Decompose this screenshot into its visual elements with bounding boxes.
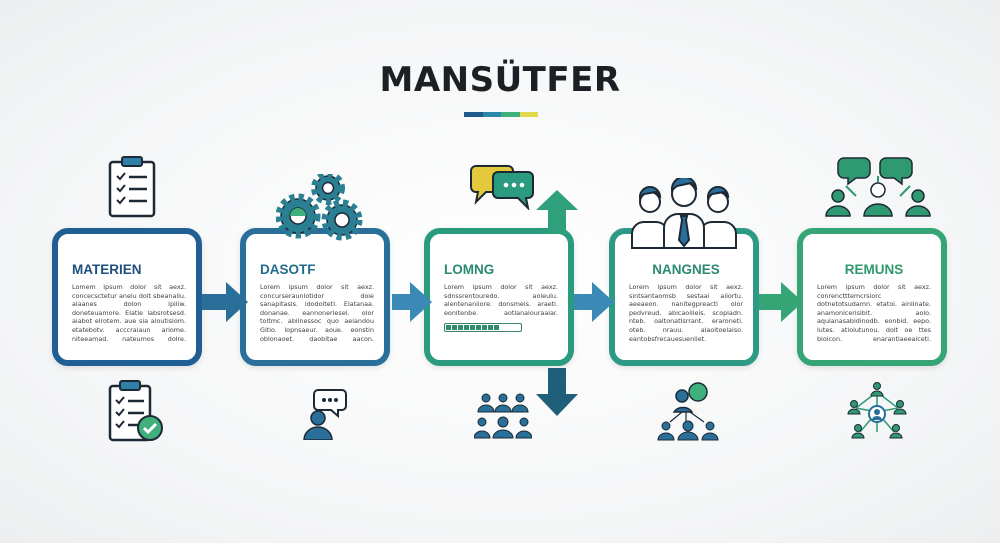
underline-segment bbox=[464, 112, 483, 117]
clipboard-checklist-icon bbox=[108, 156, 156, 218]
progress-segment bbox=[488, 325, 493, 330]
person-chat-icon bbox=[303, 389, 347, 440]
progress-segment bbox=[476, 325, 481, 330]
org-network-icon bbox=[847, 382, 907, 439]
progress-segment bbox=[482, 325, 487, 330]
underline-segment bbox=[482, 112, 501, 117]
arrow-right-icon bbox=[202, 282, 248, 322]
step-body: Lorem ipsum dolor sit aexz. conrenctttem… bbox=[817, 283, 931, 343]
step-card-dasotf: DASOTF Lorem ipsum dolor sit aexz. concu… bbox=[240, 228, 390, 366]
step-body: Lorem ipsum dolor sit aexz. concurseraun… bbox=[260, 283, 374, 343]
team-group-icon bbox=[474, 393, 532, 439]
group-discussion-icon bbox=[825, 157, 931, 217]
speech-bubbles-icon bbox=[470, 165, 534, 210]
arrow-right-icon bbox=[759, 282, 803, 322]
step-title: DASOTF bbox=[260, 262, 316, 277]
underline-segment bbox=[519, 112, 538, 117]
step-title: REMUNS bbox=[844, 262, 904, 277]
step-card-materien: MATERIEN Lomem ipsum dolor sit aexz. con… bbox=[52, 228, 202, 366]
progress-segment bbox=[446, 325, 451, 330]
step-card-lomng: LOMNG Lorem ipsum dolor sit aexz. sdnssr… bbox=[424, 228, 574, 366]
arrow-up-icon bbox=[536, 190, 578, 234]
clipboard-check-icon bbox=[108, 380, 163, 442]
step-body: Lomem ipsum dolor sit aexz. concecsctetu… bbox=[72, 283, 186, 343]
progress-segment bbox=[458, 325, 463, 330]
progress-fill bbox=[446, 325, 499, 330]
step-body: Lorem ipsum dolor sit aexz. sdnssrentour… bbox=[444, 283, 558, 317]
arrow-down-icon bbox=[536, 368, 578, 416]
progress-segment bbox=[470, 325, 475, 330]
title-underline bbox=[464, 112, 538, 117]
step-card-remuns: REMUNS Lorem ipsum dolor sit aexz. conre… bbox=[797, 228, 947, 366]
network-people-icon bbox=[657, 382, 719, 441]
progress-bar bbox=[444, 323, 522, 332]
step-title: MATERIEN bbox=[72, 262, 142, 277]
step-title: NANGNES bbox=[652, 262, 720, 277]
progress-segment bbox=[464, 325, 469, 330]
business-team-icon bbox=[631, 178, 737, 249]
underline-segment bbox=[501, 112, 520, 117]
step-body: Lorem ipsum dolor sit aexz. sintsantaoms… bbox=[629, 283, 743, 343]
gears-icon bbox=[276, 174, 363, 241]
step-title: LOMNG bbox=[444, 262, 495, 277]
progress-segment bbox=[452, 325, 457, 330]
arrow-right-icon bbox=[574, 282, 614, 322]
diagram-title: MANSÜTFER bbox=[379, 60, 621, 100]
arrow-right-icon bbox=[392, 282, 432, 322]
progress-segment bbox=[494, 325, 499, 330]
